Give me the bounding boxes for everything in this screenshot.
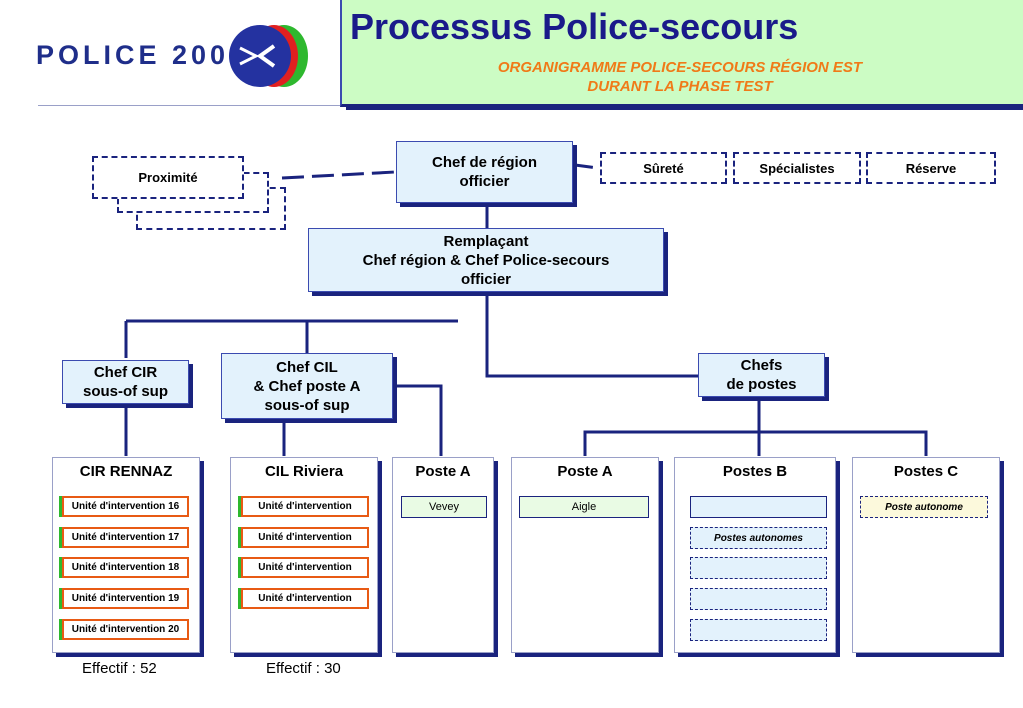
unit-intervention-16: Unité d'intervention 16 bbox=[62, 496, 189, 517]
chefs-postes-box: Chefs de postes bbox=[698, 353, 825, 397]
remplacant-line-1: Remplaçant bbox=[443, 232, 529, 250]
vevey-station: Vevey bbox=[401, 496, 487, 518]
poste-autonome-row: Poste autonome bbox=[860, 496, 988, 518]
cil-riviera-title: CIL Riviera bbox=[264, 463, 344, 480]
poste-a-vevey-panel: Poste A bbox=[392, 457, 494, 653]
specialistes-box: Spécialistes bbox=[733, 152, 861, 184]
chef-cil-line-3: sous-of sup bbox=[264, 396, 350, 414]
chef-region-line-2: officier bbox=[459, 173, 510, 190]
remplacant-line-2: Chef région & Chef Police-secours bbox=[362, 251, 610, 269]
chefs-postes-line-1: Chefs bbox=[740, 357, 783, 374]
unit-intervention-cil-1: Unité d'intervention bbox=[241, 496, 369, 517]
postes-b-dashed-row-2 bbox=[690, 557, 827, 579]
unit-intervention-17: Unité d'intervention 17 bbox=[62, 527, 189, 548]
proximite-box: Proximité bbox=[92, 156, 244, 199]
cir-rennaz-title: CIR RENNAZ bbox=[79, 463, 173, 480]
postes-b-dashed-row-3 bbox=[690, 588, 827, 610]
chefs-postes-line-2: de postes bbox=[726, 376, 797, 393]
title-panel-shadow bbox=[346, 107, 1023, 110]
unit-intervention-20: Unité d'intervention 20 bbox=[62, 619, 189, 640]
postes-b-title: Postes B bbox=[722, 463, 788, 480]
aigle-station: Aigle bbox=[519, 496, 649, 518]
unit-intervention-19: Unité d'intervention 19 bbox=[62, 588, 189, 609]
subtitle-line-1: ORGANIGRAMME POLICE-SECOURS RÉGION EST bbox=[497, 59, 863, 76]
chef-cil-line-2: & Chef poste A bbox=[253, 377, 361, 395]
chef-cir-line-2: sous-of sup bbox=[83, 383, 168, 400]
page-title: Processus Police-secours bbox=[350, 6, 799, 47]
postes-autonomes-row: Postes autonomes bbox=[690, 527, 827, 549]
title-panel bbox=[340, 0, 1023, 107]
unit-intervention-cil-2: Unité d'intervention bbox=[241, 527, 369, 548]
chef-cil-box: Chef CIL & Chef poste A sous-of sup bbox=[221, 353, 393, 419]
chef-region-line-1: Chef de région bbox=[431, 154, 537, 171]
postes-c-title: Postes C bbox=[893, 463, 959, 480]
chef-cir-box: Chef CIR sous-of sup bbox=[62, 360, 189, 404]
postes-b-slot bbox=[690, 496, 827, 518]
unit-intervention-18: Unité d'intervention 18 bbox=[62, 557, 189, 578]
logo-text: POLICE 2000 bbox=[36, 40, 249, 70]
cil-effectif: Effectif : 30 bbox=[266, 660, 341, 677]
cil-riviera-panel: CIL Riviera bbox=[230, 457, 378, 653]
cir-effectif: Effectif : 52 bbox=[82, 660, 157, 677]
poste-a-vevey-title: Poste A bbox=[415, 463, 471, 480]
remplacant-line-3: officier bbox=[460, 270, 511, 288]
poste-a-aigle-title: Poste A bbox=[557, 463, 613, 480]
subtitle-line-2: DURANT LA PHASE TEST bbox=[587, 78, 773, 95]
chef-region-box: Chef de région officier bbox=[396, 141, 573, 203]
chef-cil-line-1: Chef CIL bbox=[276, 358, 338, 376]
unit-intervention-cil-4: Unité d'intervention bbox=[241, 588, 369, 609]
page-subtitle: ORGANIGRAMME POLICE-SECOURS RÉGION EST D… bbox=[400, 58, 960, 96]
postes-b-dashed-row-4 bbox=[690, 619, 827, 641]
unit-intervention-cil-3: Unité d'intervention bbox=[241, 557, 369, 578]
reserve-box: Réserve bbox=[866, 152, 996, 184]
header-divider bbox=[38, 105, 341, 106]
surete-box: Sûreté bbox=[600, 152, 727, 184]
postes-c-panel: Postes C bbox=[852, 457, 1000, 653]
poste-a-aigle-panel: Poste A bbox=[511, 457, 659, 653]
police-2000-logo-icon bbox=[226, 22, 312, 90]
chef-cir-line-1: Chef CIR bbox=[93, 364, 158, 381]
remplacant-box: Remplaçant Chef région & Chef Police-sec… bbox=[308, 228, 664, 292]
